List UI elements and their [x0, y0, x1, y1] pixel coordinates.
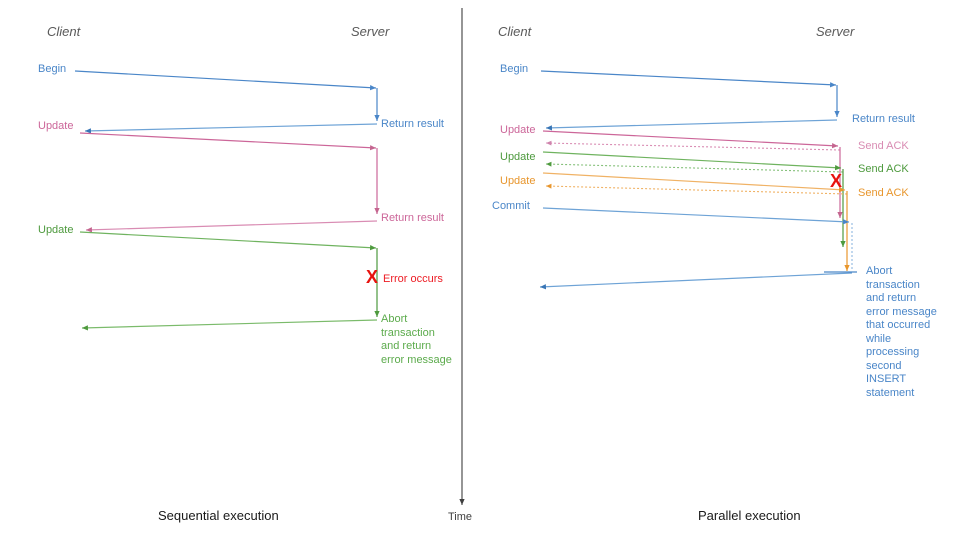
sequential-reply-return-result-2: Return result — [381, 212, 444, 224]
sequential-msg-begin: Begin — [38, 63, 67, 75]
sequential-msg-update-2: Update — [38, 224, 74, 236]
sequential-error-x-icon: X — [366, 267, 379, 287]
sequential-caption: Sequential execution — [158, 508, 279, 523]
parallel-reply-ack-1: Send ACK — [858, 140, 909, 152]
arrow-return-result-2 — [85, 220, 378, 233]
sequential-abort-note: Abort transaction and return error messa… — [381, 313, 452, 366]
arrow-p-ack-2 — [545, 161, 844, 173]
parallel-msg-begin: Begin — [500, 63, 529, 75]
parallel-error-x-icon: X — [830, 171, 843, 191]
parallel-abort-note: Abort transaction and return error messa… — [866, 265, 937, 399]
sequential-actor-client: Client — [47, 24, 81, 39]
panel-parallel-arrows — [539, 70, 857, 290]
arrow-p-update-3-request — [542, 172, 846, 193]
parallel-reply-return-result: Return result — [852, 113, 915, 125]
arrow-p-update-2-request — [542, 151, 842, 171]
sequential-error-label: Error occurs — [383, 273, 443, 285]
arrow-abort-return — [81, 319, 378, 331]
time-axis-label: Time — [448, 511, 473, 523]
parallel-reply-ack-3: Send ACK — [858, 187, 909, 199]
parallel-msg-update-1: Update — [500, 124, 536, 136]
sequential-msg-update-1: Update — [38, 120, 74, 132]
panel-sequential-arrows — [74, 70, 380, 331]
parallel-reply-ack-2: Send ACK — [858, 163, 909, 175]
arrow-p-ack-1 — [545, 140, 841, 151]
arrow-p-begin-request — [540, 70, 837, 88]
parallel-caption: Parallel execution — [698, 508, 801, 523]
sequential-reply-return-result-1: Return result — [381, 118, 444, 130]
arrow-p-abort-return — [539, 272, 853, 290]
arrow-p-update-1-request — [542, 130, 839, 149]
arrow-update-2-request — [79, 231, 377, 251]
parallel-actor-server: Server — [816, 24, 855, 39]
parallel-msg-commit: Commit — [492, 200, 530, 212]
arrow-p-commit-request — [542, 207, 850, 225]
parallel-msg-update-2: Update — [500, 151, 536, 163]
parallel-msg-update-3: Update — [500, 175, 536, 187]
arrow-p-return-result — [545, 119, 838, 131]
parallel-actor-client: Client — [498, 24, 532, 39]
arrow-return-result-1 — [84, 123, 378, 134]
arrow-begin-request — [74, 70, 377, 91]
arrow-update-1-request — [79, 132, 377, 151]
sequential-actor-server: Server — [351, 24, 390, 39]
